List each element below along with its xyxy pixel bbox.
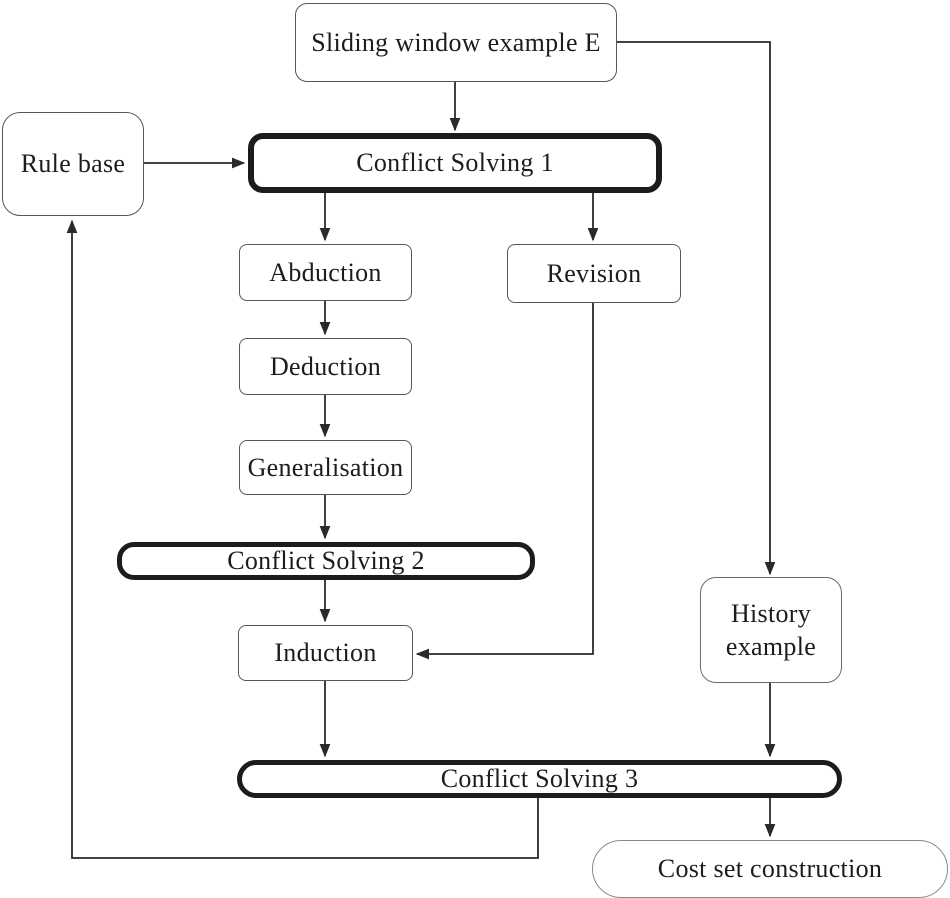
- node-history-example: History example: [700, 577, 842, 683]
- node-label: Conflict Solving 2: [227, 546, 425, 575]
- node-label: Revision: [546, 258, 642, 288]
- edge-sliding-window-to-history-example: [617, 41, 776, 576]
- node-label-line2: example: [725, 632, 817, 661]
- edge-conflict-solving-3-to-rule-base: [66, 219, 539, 859]
- node-label: Conflict Solving 1: [356, 148, 554, 177]
- node-conflict-solving-2: Conflict Solving 2: [117, 542, 535, 580]
- node-label-line1: History: [730, 599, 812, 628]
- node-generalisation: Generalisation: [239, 440, 412, 495]
- node-label: Generalisation: [247, 452, 404, 482]
- node-label: Rule base: [20, 149, 126, 178]
- node-conflict-solving-3: Conflict Solving 3: [237, 760, 842, 798]
- node-revision: Revision: [507, 244, 681, 303]
- node-label: Abduction: [269, 257, 382, 287]
- edge-revision-to-induction: [415, 303, 594, 660]
- node-conflict-solving-1: Conflict Solving 1: [248, 133, 662, 193]
- node-deduction: Deduction: [239, 338, 412, 395]
- node-rule-base: Rule base: [2, 112, 144, 216]
- node-sliding-window-example: Sliding window example E: [295, 3, 617, 82]
- node-label: Sliding window example E: [311, 27, 601, 57]
- node-label: Induction: [274, 638, 377, 667]
- node-induction: Induction: [238, 625, 413, 681]
- node-abduction: Abduction: [239, 244, 412, 301]
- node-label: Cost set construction: [657, 854, 883, 883]
- node-label: Conflict Solving 3: [440, 764, 639, 793]
- node-label: Deduction: [269, 351, 381, 381]
- node-cost-set-construction: Cost set construction: [592, 840, 948, 898]
